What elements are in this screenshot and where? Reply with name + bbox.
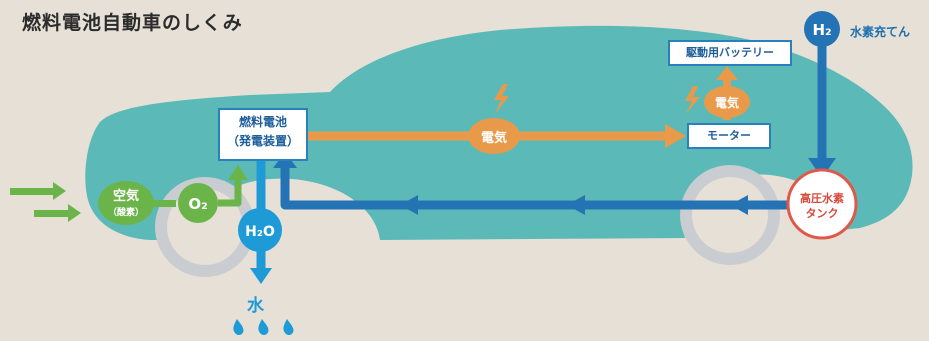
air-link	[152, 200, 176, 207]
water-label: 水	[247, 291, 264, 316]
svg-text:（酸素）: （酸素）	[108, 206, 144, 218]
svg-text:タンク: タンク	[806, 207, 839, 220]
fuel-cell-box: 燃料電池 （発電装置）	[218, 108, 308, 161]
svg-text:H₂: H₂	[812, 21, 831, 39]
air-inflow-arrows	[10, 182, 81, 222]
svg-text:O₂: O₂	[188, 195, 207, 213]
water-droplets	[233, 319, 293, 335]
svg-text:空気: 空気	[113, 188, 139, 204]
oxygen-node: O₂	[178, 183, 218, 223]
hydrogen-symbol: H₂	[804, 11, 840, 47]
hydrogen-fill-label: 水素充てん	[850, 23, 910, 40]
electricity-main-node: 電気	[468, 118, 520, 154]
motor-box: モーター	[687, 123, 771, 149]
fuel-cell-label: 燃料電池	[220, 113, 306, 132]
fuel-cell-sublabel: （発電装置）	[220, 132, 306, 151]
svg-text:H₂O: H₂O	[245, 224, 275, 240]
svg-text:電気: 電気	[481, 130, 507, 146]
battery-box: 駆動用バッテリー	[668, 40, 792, 66]
hydrogen-tank: 高圧水素 タンク	[788, 170, 856, 238]
page-title: 燃料電池自動車のしくみ	[22, 8, 243, 35]
water-molecule-node: H₂O	[238, 208, 282, 252]
air-node: 空気 （酸素）	[98, 181, 154, 225]
svg-text:電気: 電気	[715, 95, 739, 110]
electricity-battery-node: 電気	[704, 86, 750, 118]
front-wheel	[680, 165, 780, 265]
water-down-arrow	[250, 268, 272, 284]
svg-text:高圧水素: 高圧水素	[800, 191, 844, 205]
